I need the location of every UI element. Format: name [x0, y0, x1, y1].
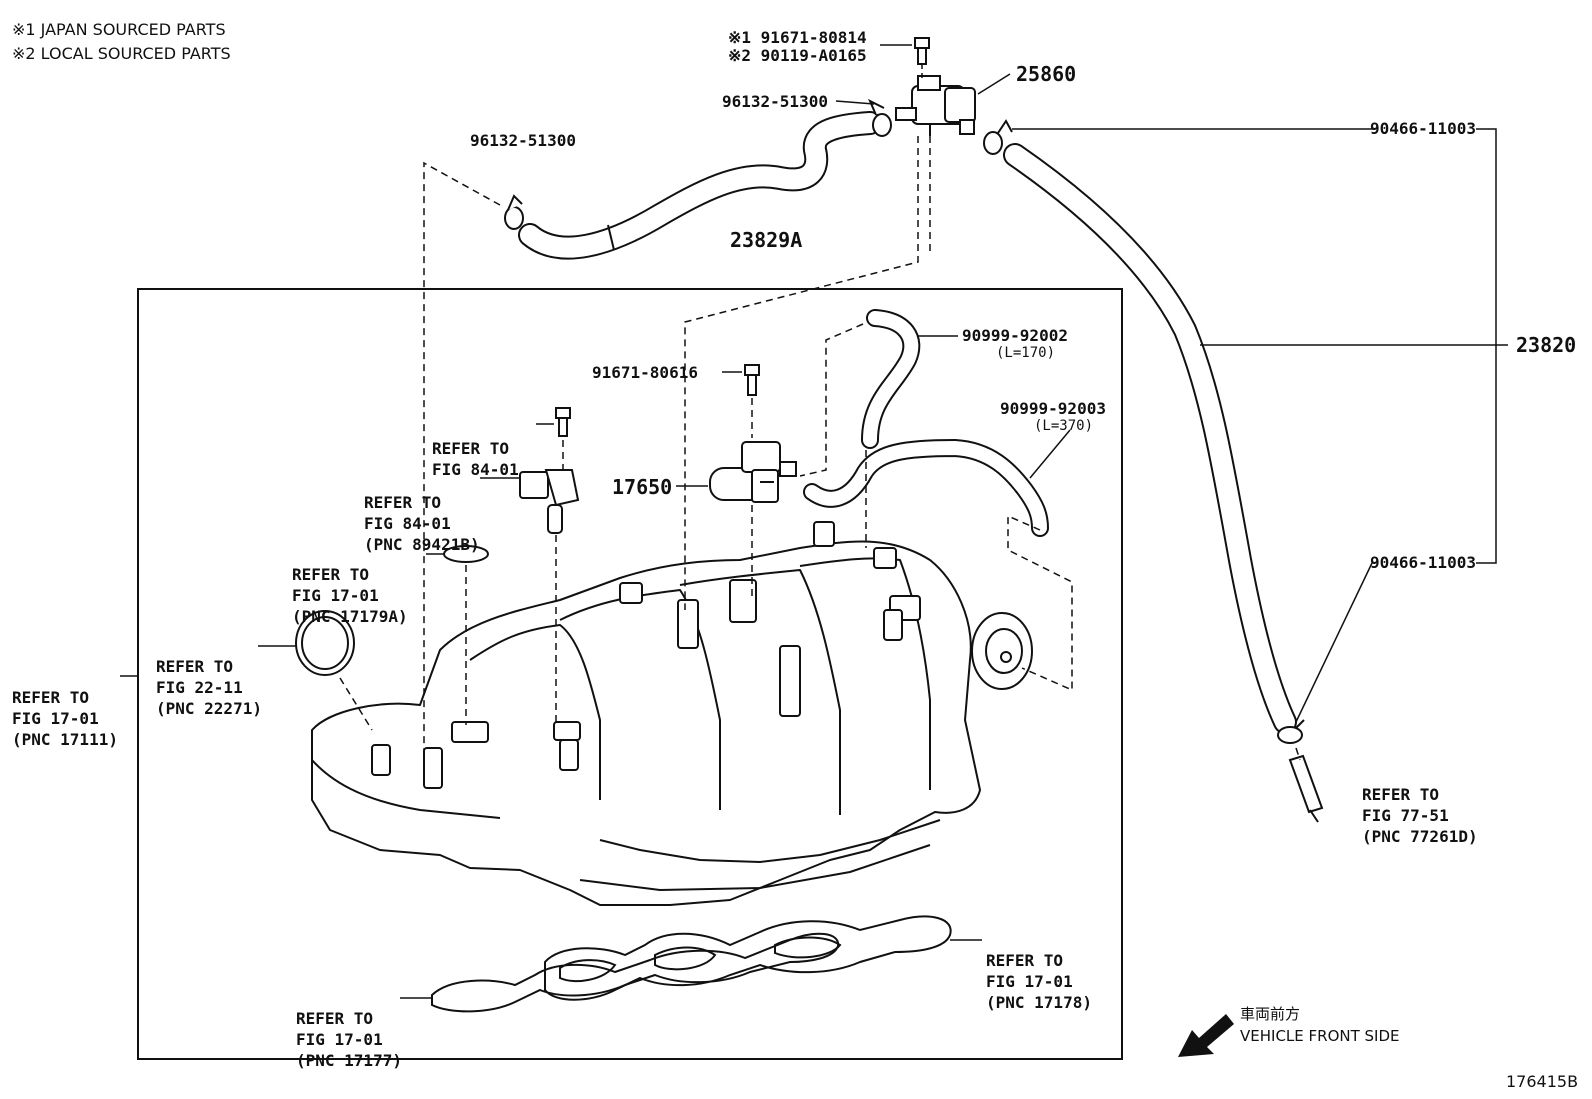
part-hose-90999-92003-length: (L=370): [1034, 418, 1094, 434]
gasket-17177: [431, 932, 840, 1013]
leader-clamp-lower: [1295, 562, 1373, 723]
assembly-dashed-lines: [339, 136, 1301, 761]
gasket-22271: [295, 610, 355, 676]
clip-96132-upper: [868, 98, 892, 137]
part-clamp-upper: 90466-11003: [1370, 119, 1476, 138]
vehicle-front-arrow-icon: [1178, 1014, 1234, 1057]
part-clip-upper: 96132-51300: [722, 92, 828, 111]
clamp-90466-lower: [1277, 719, 1305, 744]
vehicle-front-kanji: 車両前方: [1240, 1005, 1301, 1023]
part-clip-left: 96132-51300: [470, 131, 576, 150]
part-vsv-17650: 17650: [612, 475, 673, 499]
bolt-91671-80616: [744, 364, 760, 396]
part-bolt-local: ※2 90119-A0165: [728, 46, 867, 65]
part-hose-90999-92003: 90999-92003: [1000, 399, 1106, 418]
figure-id: 176415B: [1506, 1072, 1579, 1091]
hose-90999-92003: [803, 438, 1049, 537]
vsv-17650: [709, 441, 797, 503]
intake-manifold: [311, 521, 1033, 906]
sensor-89421B: [519, 469, 580, 534]
bolt-91671-80814: [914, 37, 930, 65]
hose-23820: [1003, 143, 1297, 734]
note-japan-sourced: ※1 JAPAN SOURCED PARTS: [12, 20, 226, 39]
bracket-23820: [1476, 128, 1497, 564]
note-local-sourced: ※2 LOCAL SOURCED PARTS: [12, 44, 231, 63]
part-hose-90999-92002-length: (L=170): [996, 345, 1056, 361]
clamp-90466-upper: [983, 119, 1013, 155]
leader-90999-92003: [1029, 429, 1071, 479]
part-hose-90999-92002: 90999-92002: [962, 326, 1068, 345]
part-clamp-lower: 90466-11003: [1370, 553, 1476, 572]
vehicle-front-label: VEHICLE FRONT SIDE: [1240, 1027, 1400, 1045]
manifold-frame: [137, 288, 1123, 1060]
leader-clip-upper: [835, 100, 875, 105]
hose-90999-92002: [861, 309, 921, 449]
part-hose-23820: 23820: [1516, 333, 1577, 357]
part-hose-23829A: 23829A: [730, 228, 803, 252]
vsv-25860: [895, 75, 976, 136]
part-vsv-25860: 25860: [1016, 62, 1077, 86]
hose-23829A: [518, 111, 882, 260]
pipe-77261D: [1288, 754, 1324, 823]
bolt-fig84: [555, 407, 571, 437]
gasket-17178: [544, 915, 952, 1001]
leader-25860: [977, 73, 1011, 95]
part-bolt-japan: ※1 91671-80814: [728, 28, 867, 47]
clip-96132-left: [504, 194, 524, 230]
part-bolt-91671-80616: 91671-80616: [592, 363, 698, 382]
